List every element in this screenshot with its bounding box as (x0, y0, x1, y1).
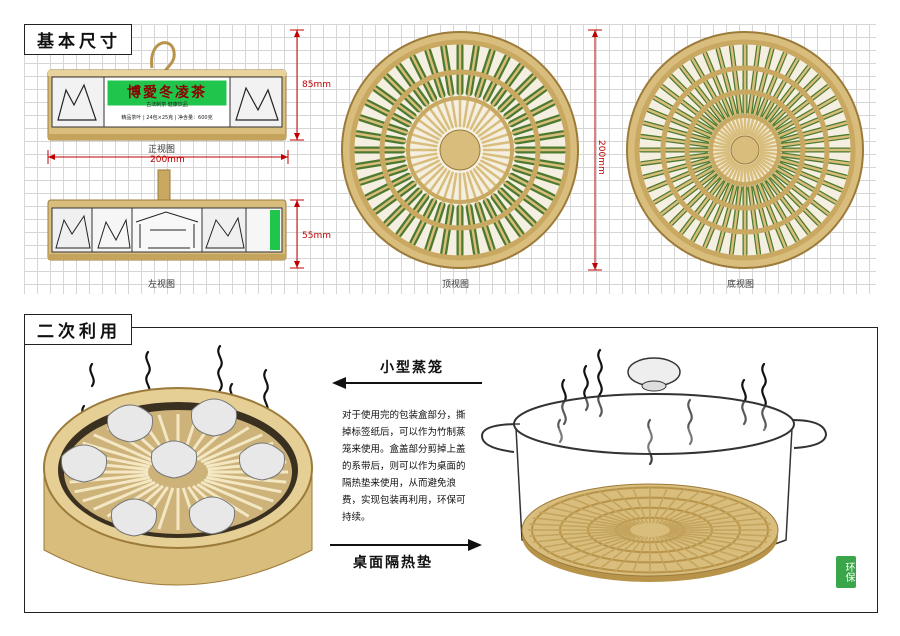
diameter-dimension-line (588, 29, 602, 271)
side-view-drawing (47, 169, 287, 261)
height-55-label: 55mm (302, 231, 331, 241)
steamer-illustration (43, 344, 313, 586)
front-view-subtext: 古法制茶 健康饮品 (146, 102, 188, 108)
front-view-brand: 博愛冬凌茶 (127, 85, 207, 101)
width-dimension-label: 200mm (150, 155, 185, 165)
arrow-to-mat (330, 539, 482, 551)
reuse-description: 对于使用完的包装盒部分，撕掉标签纸后，可以作为竹制蒸笼来使用。盒盖部分剪掉上盖的… (342, 410, 466, 523)
front-view-caption: 正视图 (148, 145, 176, 155)
bottom-view-disc (626, 31, 864, 269)
front-view-spec: 精品茶叶 | 24包×25克 | 净含量：600克 (121, 115, 213, 121)
bottom-view-caption: 底视图 (727, 280, 755, 290)
top-view-disc (341, 31, 579, 269)
height-55-dimension-line (290, 199, 304, 269)
pot-illustration (480, 348, 828, 582)
steamer-label: 小型蒸笼 (380, 360, 444, 376)
eco-badge: 环保 (836, 556, 856, 588)
section-title-dimensions: 基本尺寸 (24, 24, 132, 55)
width-dimension-line (47, 150, 289, 164)
arrow-to-steamer (332, 377, 482, 389)
mat-label: 桌面隔热垫 (353, 555, 433, 571)
front-view-drawing (47, 41, 287, 141)
top-view-caption: 顶视图 (442, 280, 470, 290)
height-85-label: 85mm (302, 80, 331, 90)
section-title-reuse: 二次利用 (24, 314, 132, 345)
diameter-dimension-label: 200mm (596, 140, 606, 175)
height-85-dimension-line (290, 29, 304, 141)
reuse-panel (24, 327, 878, 613)
side-view-caption: 左视图 (148, 280, 176, 290)
